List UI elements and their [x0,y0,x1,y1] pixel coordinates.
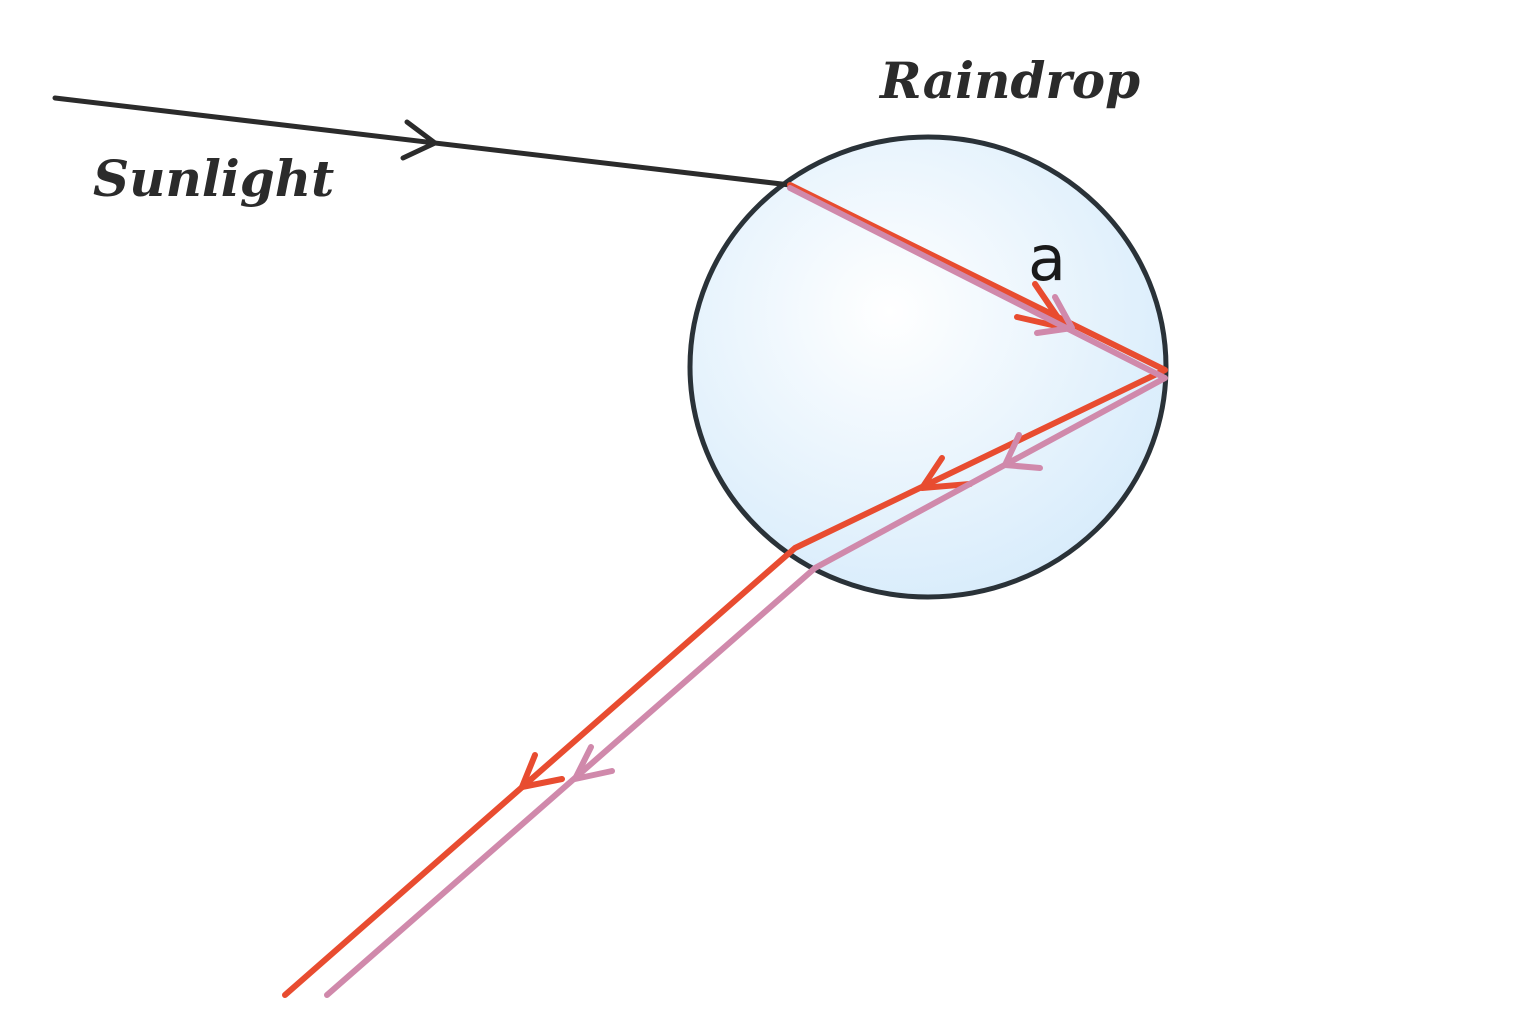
raindrop-circle [687,134,1169,600]
sunlight-label: Sunlight [93,149,334,208]
point-a-label: a [1028,222,1066,295]
red-arrowhead-icon [519,752,565,790]
red-ray [282,182,1168,998]
sunlight-arrowhead-icon [400,119,440,161]
violet-arrowhead-icon [572,744,615,782]
violet-arrowhead-icon [1002,432,1043,471]
violet-ray [324,185,1168,998]
violet-arrowhead-icon [1034,294,1075,336]
red-arrowhead-icon [919,455,973,491]
raindrop-label: Raindrop [878,51,1140,110]
sunlight-ray [52,95,793,188]
